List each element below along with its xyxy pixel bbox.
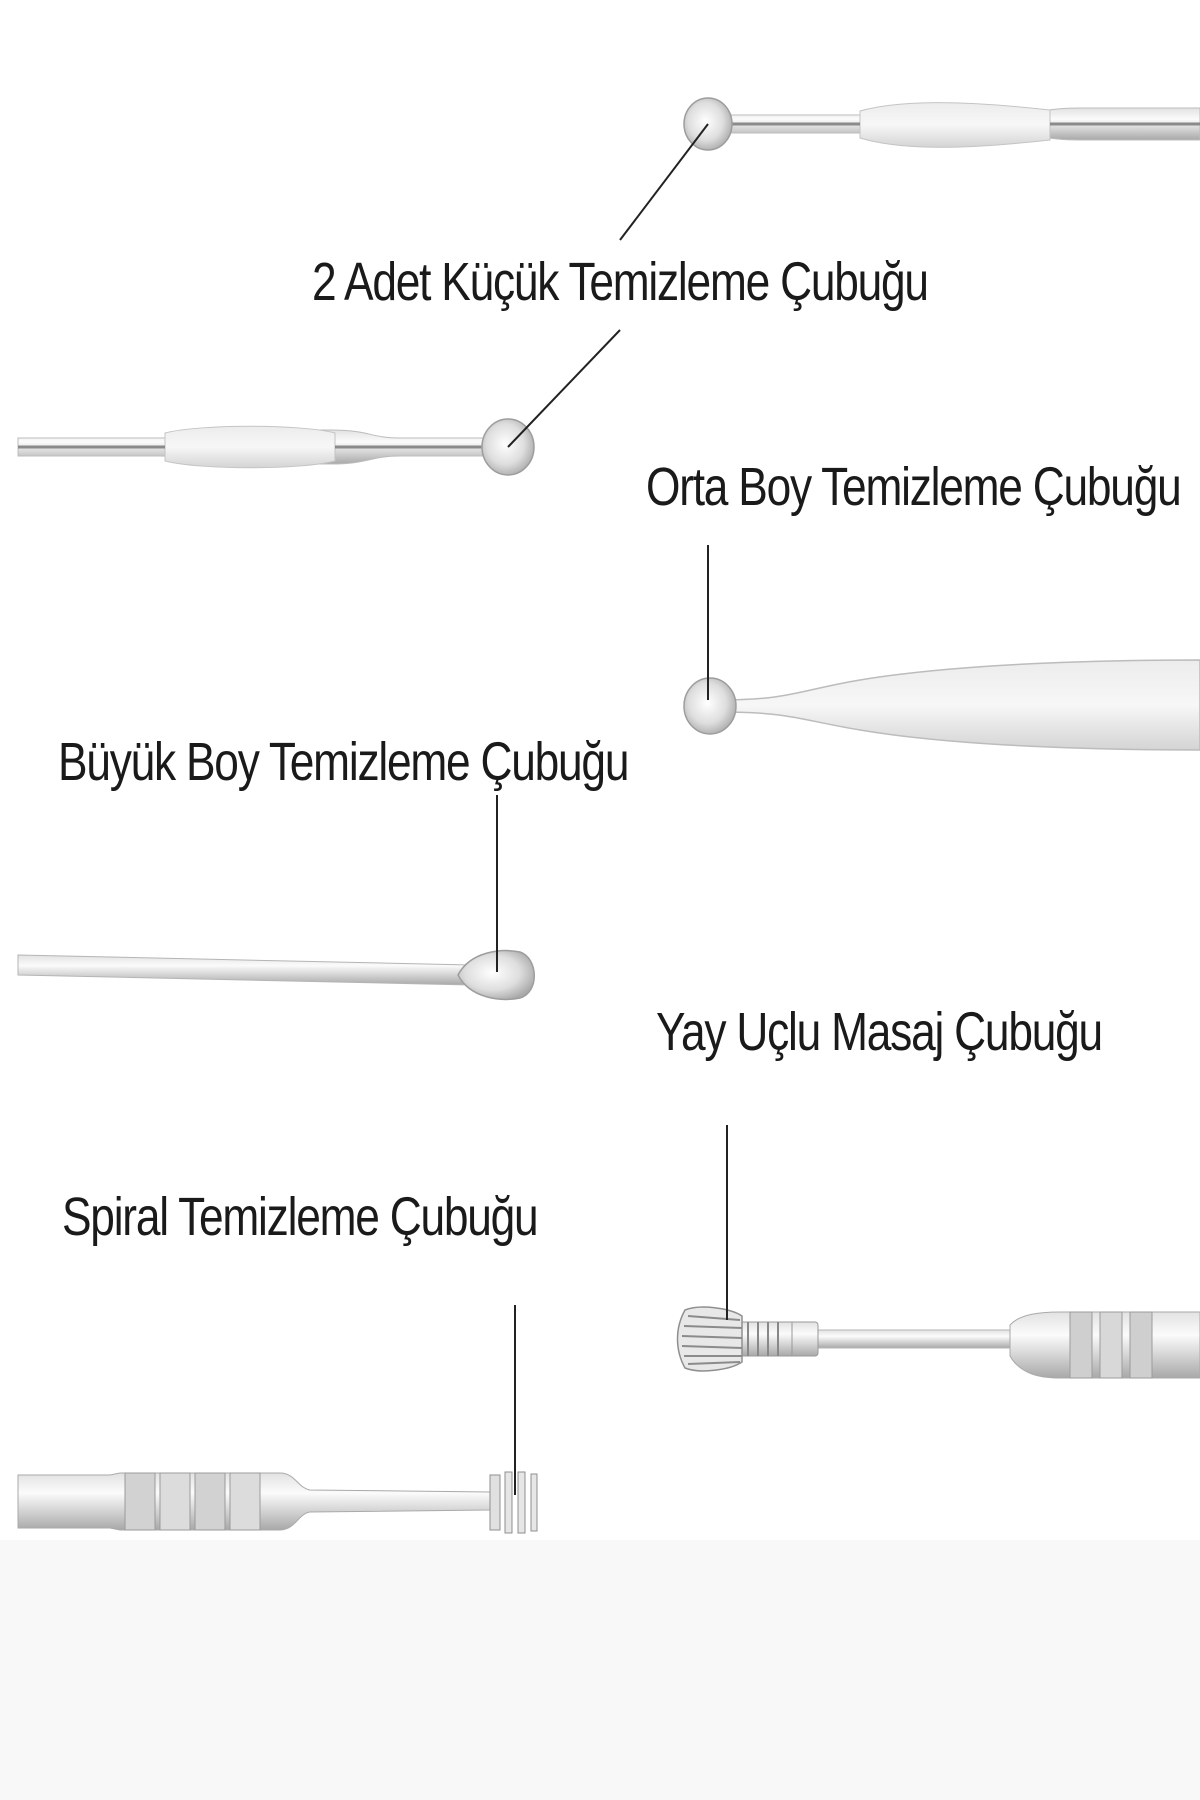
- label-spring-tip: Yay Uçlu Masaj Çubuğu: [656, 1002, 1103, 1062]
- bottom-background: [0, 1540, 1200, 1800]
- leader-line-small-left: [507, 329, 621, 448]
- spiral-tip: [489, 1471, 538, 1534]
- spring-tip-stick: [676, 1306, 1200, 1379]
- label-spiral-stick: Spiral Temizleme Çubuğu: [62, 1187, 539, 1247]
- medium-stick: [683, 659, 1200, 751]
- small-stick-left: [17, 418, 535, 476]
- spiral-stick: [17, 1471, 538, 1534]
- label-large-stick: Büyük Boy Temizleme Çubuğu: [58, 732, 629, 792]
- large-stick: [17, 949, 535, 1001]
- leader-line-small-top: [619, 123, 709, 241]
- label-small-sticks: 2 Adet Küçük Temizleme Çubuğu: [312, 252, 929, 312]
- small-stick-top: [683, 97, 1200, 151]
- label-medium-stick: Orta Boy Temizleme Çubuğu: [646, 457, 1182, 517]
